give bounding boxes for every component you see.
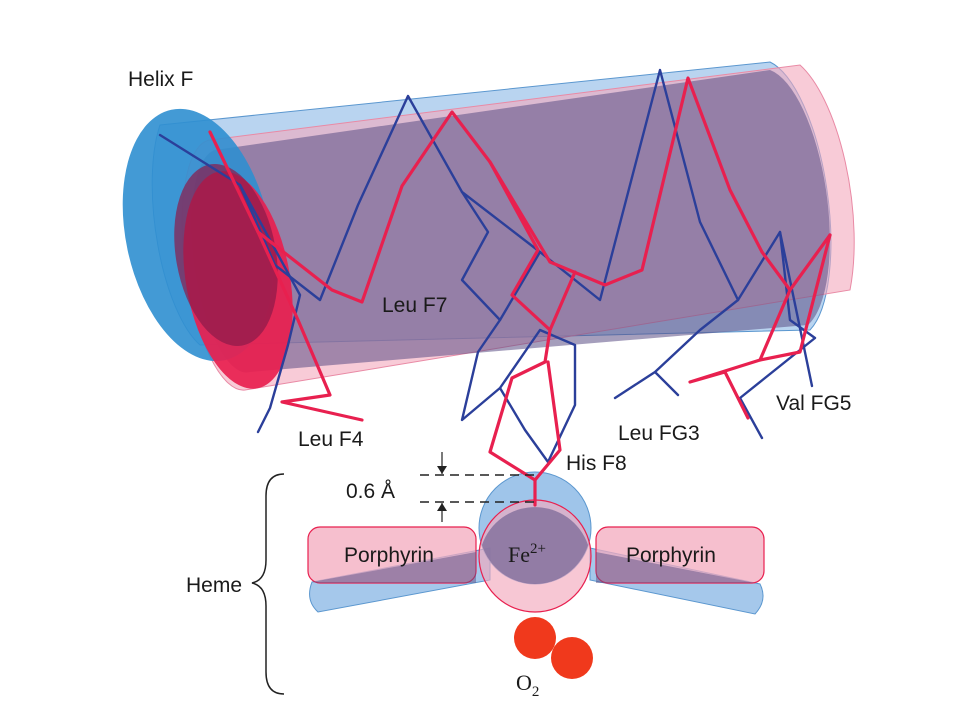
label-val-fg5: Val FG5 <box>776 392 851 415</box>
oxy-backbone <box>208 76 832 304</box>
oxy-val-fg5-branch <box>758 233 832 362</box>
oxy-side-chains <box>208 76 832 507</box>
oxygen-atom-1 <box>514 617 556 659</box>
deoxy-backbone <box>158 68 814 388</box>
oxy-leu-f7 <box>488 160 577 332</box>
deoxy-side-chains <box>158 68 817 464</box>
label-porphyrin-left: Porphyrin <box>344 544 434 567</box>
displacement-marker <box>420 452 535 522</box>
label-oxygen: O2 <box>516 670 539 700</box>
deoxy-leu-fg3 <box>613 298 740 400</box>
label-heme: Heme <box>186 574 242 597</box>
heme-group <box>307 471 765 615</box>
oxy-leu-f4 <box>256 230 364 422</box>
porphyrin-left-overlap <box>312 552 476 583</box>
oxy-val-fg5 <box>688 288 792 420</box>
oxygen-atom-2 <box>551 637 593 679</box>
label-porphyrin-right: Porphyrin <box>626 544 716 567</box>
heme-brace <box>251 473 285 695</box>
label-leu-f7: Leu F7 <box>382 294 447 317</box>
label-iron: Fe2+ <box>508 541 546 567</box>
label-leu-fg3: Leu FG3 <box>618 422 700 445</box>
deoxy-his-f8 <box>460 318 577 464</box>
porphyrin-right-overlap <box>596 552 760 584</box>
label-iron-symbol: Fe <box>508 542 530 567</box>
oxygen-molecule <box>514 617 593 679</box>
label-iron-charge: 2+ <box>530 541 546 557</box>
label-his-f8: His F8 <box>566 452 627 475</box>
deoxy-val-fg5 <box>738 230 817 440</box>
label-oxygen-symbol: O <box>516 670 532 695</box>
label-helix-f: Helix F <box>128 68 193 91</box>
label-leu-f4: Leu F4 <box>298 428 364 451</box>
arrow-bottom-head <box>437 503 447 511</box>
label-displacement: 0.6 Å <box>346 480 395 503</box>
deoxy-leu-f4 <box>238 183 302 434</box>
helix-f-cylinders <box>122 61 855 391</box>
iron-overlap <box>482 507 588 584</box>
arrow-top-head <box>437 466 447 474</box>
label-oxygen-subscript: 2 <box>532 684 540 700</box>
oxy-his-f8 <box>488 328 562 482</box>
